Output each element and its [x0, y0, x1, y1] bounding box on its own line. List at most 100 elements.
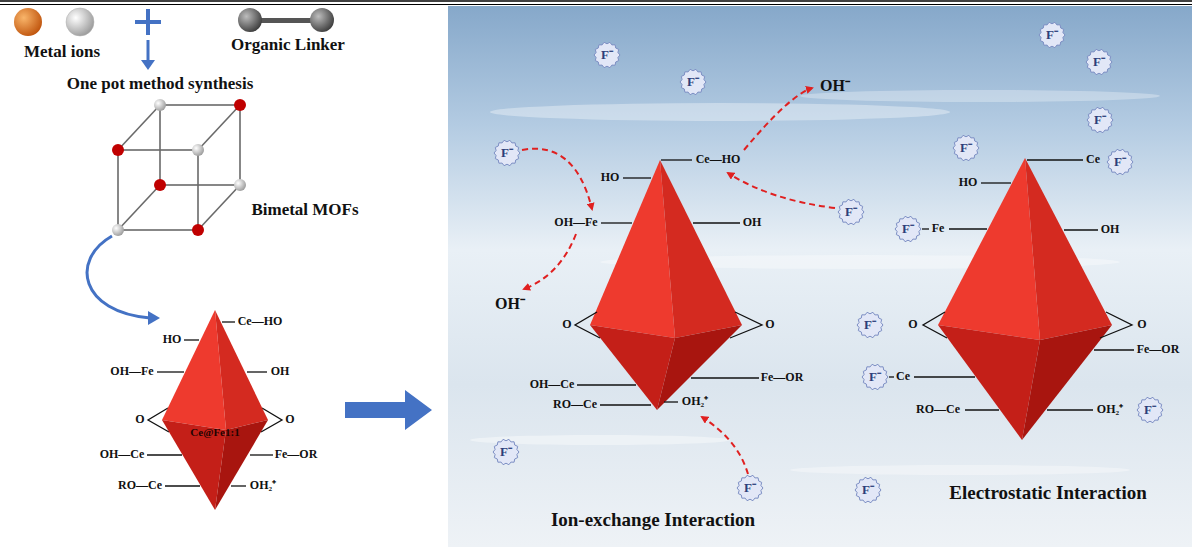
ion-label: F⁻ [869, 370, 881, 384]
ion-burst [1039, 22, 1065, 47]
bond-line [981, 182, 1011, 183]
group-label: Fe—OR [275, 448, 318, 461]
group-label: RO—Ce [553, 398, 597, 411]
group-label: O [765, 318, 774, 331]
cube-edge [118, 150, 198, 230]
mechanism-title: Electrostatic Interaction [949, 483, 1147, 504]
fluoride-ion: F⁻ [736, 474, 764, 502]
ion-label: F⁻ [500, 445, 512, 459]
bond-line [1064, 229, 1098, 230]
reagent-label: Metal ions [24, 43, 100, 62]
fluoride-ion: F⁻ [1038, 21, 1066, 49]
ion-label: F⁻ [902, 222, 914, 236]
fluoride-ion: F⁻ [861, 363, 889, 391]
mechanism-title: Ion-exchange Interaction [551, 510, 755, 531]
fluoride-ion: F⁻ [837, 198, 865, 226]
cube-vertex [112, 224, 124, 236]
bond-line [949, 228, 987, 229]
ion-label: F⁻ [862, 483, 874, 497]
octahedron-face [162, 310, 226, 430]
group-label: RO—Ce [916, 403, 960, 416]
group-label: O [562, 318, 571, 331]
bond-line [231, 485, 246, 486]
group-label: O [135, 413, 144, 426]
group-label: HO [163, 333, 182, 346]
fluoride-ion: F⁻ [952, 134, 980, 162]
bond-line [1094, 349, 1134, 350]
bond-line [693, 222, 740, 223]
ion-label: F⁻ [601, 48, 613, 62]
ion-burst [594, 42, 620, 67]
bond-line [623, 177, 651, 178]
bond-line [247, 371, 267, 372]
bond-line [889, 376, 894, 377]
group-label: RO—Ce [118, 479, 162, 492]
bond-line [691, 377, 759, 378]
bridge-chevron [1100, 312, 1132, 338]
step-label: Bimetal MOFs [251, 201, 358, 220]
border-line [0, 4, 1192, 5]
bond-line [600, 404, 651, 405]
water-streak [790, 465, 1130, 475]
metal-ion-sphere [66, 8, 94, 36]
fluoride-ion: F⁻ [493, 139, 521, 167]
bond-line [661, 159, 692, 160]
cube-vertex [154, 179, 166, 191]
ion-label: F⁻ [1094, 113, 1106, 127]
group-label: OH—Fe [110, 365, 153, 378]
ion-burst [1086, 49, 1112, 74]
down-arrow [141, 60, 155, 70]
ion-label: F⁻ [1144, 403, 1156, 417]
cube-vertex [192, 144, 204, 156]
bridge-chevron [923, 312, 947, 338]
bond-line [1027, 159, 1083, 160]
cube-edge [198, 185, 240, 230]
curved-arrow [148, 311, 160, 325]
fluoride-ion: F⁻ [894, 215, 922, 243]
ion-burst [493, 439, 519, 464]
group-label: Fe [932, 222, 945, 235]
octahedron-face [1022, 325, 1112, 440]
group-label: HO [601, 171, 620, 184]
released-ion: OH⁻ [495, 295, 525, 313]
bridge-chevron [730, 312, 762, 338]
bond-line [147, 454, 182, 455]
border-line [0, 0, 1192, 2]
ion-label: F⁻ [501, 146, 513, 160]
fluoride-ion: F⁻ [492, 438, 520, 466]
group-label: OH [1101, 223, 1120, 236]
group-label: OH₂⁺ [250, 479, 276, 492]
fluoride-ion: F⁻ [1106, 148, 1134, 176]
cube-vertex [112, 144, 124, 156]
group-label: OH—Ce [100, 448, 145, 461]
ion-label: F⁻ [845, 205, 857, 219]
group-label: Fe—OR [1137, 343, 1180, 356]
down-arrow [147, 40, 150, 62]
bond-line [157, 371, 184, 372]
released-ion: OH⁻ [820, 77, 850, 95]
cube-vertex [192, 224, 204, 236]
octahedron-face [938, 158, 1040, 340]
water-background [448, 6, 1192, 547]
fluoride-ion: F⁻ [1136, 396, 1164, 424]
octahedron-face [1025, 158, 1112, 340]
bond-line [250, 454, 273, 455]
fluoride-ion: F⁻ [1085, 48, 1113, 76]
bond-line [577, 384, 636, 385]
metal-ion-sphere [14, 8, 42, 36]
exchange-arrow [744, 88, 812, 150]
bond-line [922, 228, 929, 229]
exchange-arrow [524, 234, 576, 289]
ion-label: F⁻ [1093, 55, 1105, 69]
ion-label: F⁻ [1114, 155, 1126, 169]
linker-sphere [310, 8, 334, 32]
group-label: OH [271, 365, 290, 378]
cube-vertex [154, 99, 166, 111]
cube-vertex [234, 99, 246, 111]
fluoride-ion: F⁻ [854, 476, 882, 504]
fluoride-ion: F⁻ [679, 68, 707, 96]
group-label: Ce—HO [238, 315, 283, 328]
group-label: OH₂⁺ [682, 395, 708, 408]
bond-line [184, 339, 199, 340]
